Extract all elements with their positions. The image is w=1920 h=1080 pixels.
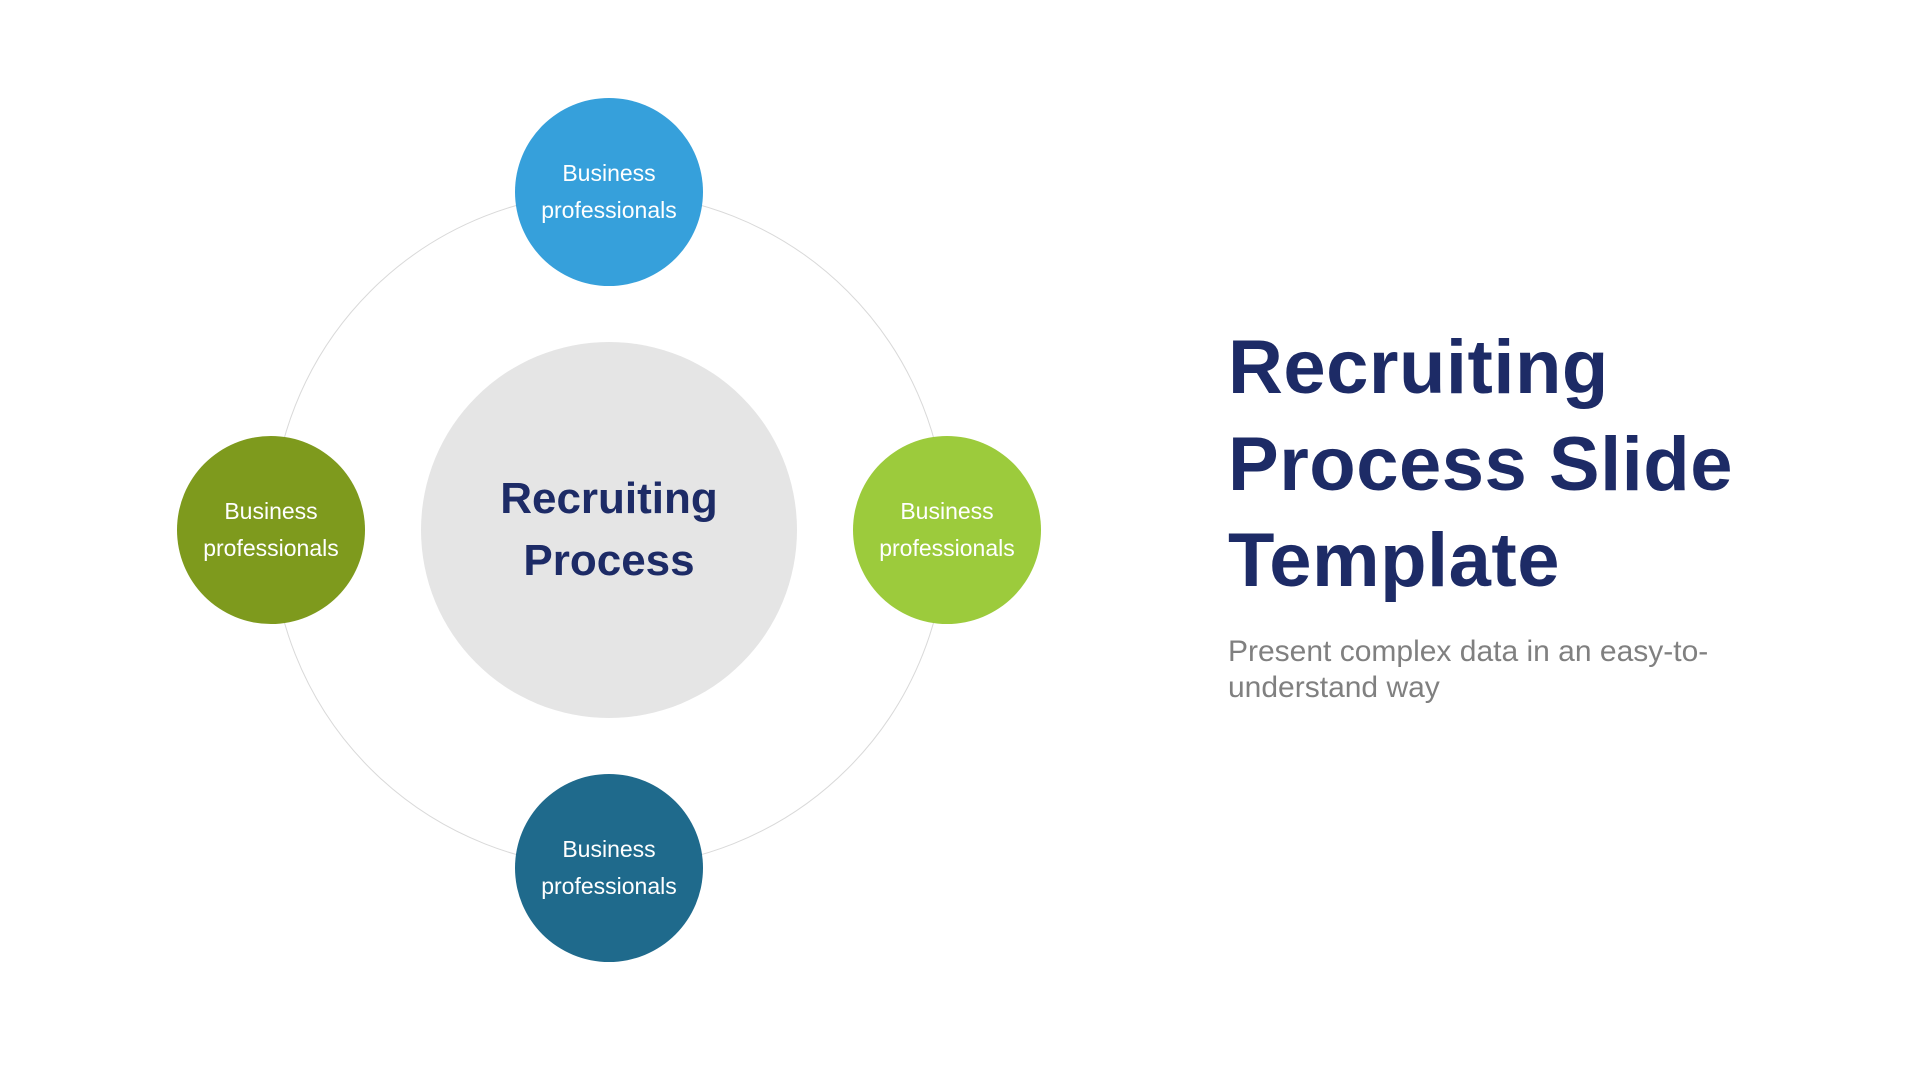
- center-circle-label: Recruiting Process: [500, 474, 718, 585]
- node-label: Business professionals: [203, 498, 339, 561]
- node-label: Business professionals: [879, 498, 1015, 561]
- node-label: Business professionals: [541, 160, 677, 223]
- page-subtitle: Present complex data in an easy-to-under…: [1228, 634, 1709, 704]
- node-circle-top: Business professionals: [515, 98, 703, 286]
- node-circle-right: Business professionals: [853, 436, 1041, 624]
- node-label: Business professionals: [541, 836, 677, 899]
- node-circle-bottom: Business professionals: [515, 774, 703, 962]
- text-column: Recruiting Process Slide Template Presen…: [1228, 320, 1788, 706]
- page-title: Recruiting Process Slide Template: [1228, 325, 1733, 604]
- node-circle-left: Business professionals: [177, 436, 365, 624]
- recruiting-process-diagram: Business professionals Business professi…: [177, 98, 1041, 962]
- center-circle: Recruiting Process: [421, 342, 797, 718]
